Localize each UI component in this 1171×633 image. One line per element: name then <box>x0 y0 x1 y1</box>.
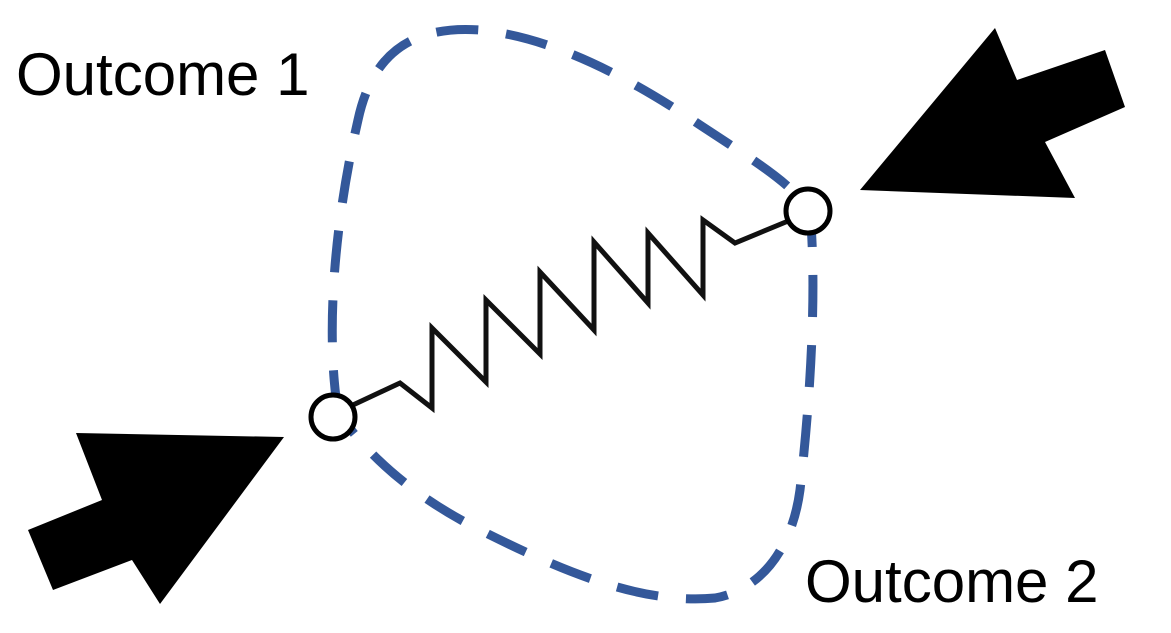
upper-right-arrow-icon <box>860 28 1125 198</box>
outcome-2-label: Outcome 2 <box>805 548 1098 615</box>
outcome-1-label: Outcome 1 <box>16 41 309 108</box>
upper-right-node <box>783 186 833 236</box>
spring-zigzag <box>335 209 813 415</box>
lower-left-node <box>308 392 358 442</box>
dashed-boundary-curve <box>327 24 818 604</box>
lower-left-arrow-icon <box>28 433 284 604</box>
